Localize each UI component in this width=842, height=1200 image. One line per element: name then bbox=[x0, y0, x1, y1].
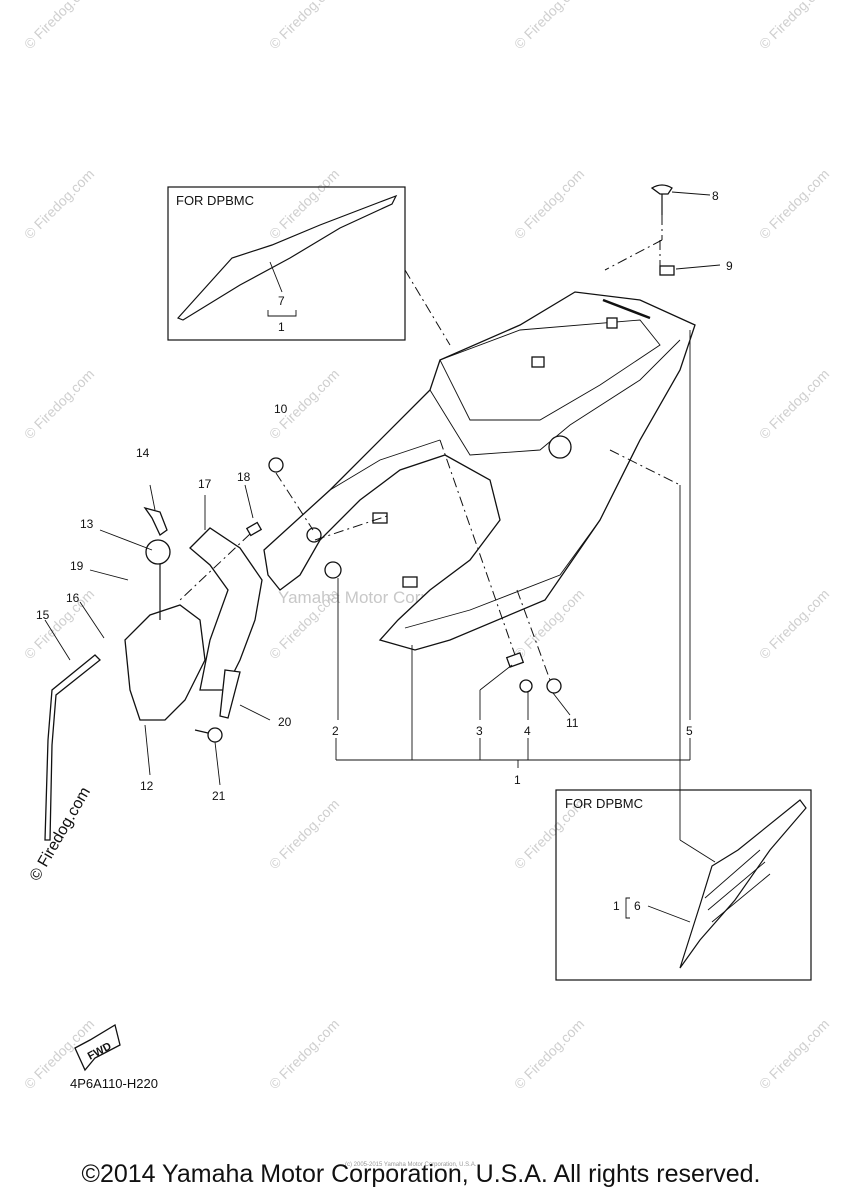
callout-11: 11 bbox=[566, 716, 579, 730]
callout-8: 8 bbox=[712, 189, 719, 203]
watermark: © Firedog.com bbox=[266, 1016, 342, 1092]
fwd-arrow-icon bbox=[74, 1023, 121, 1072]
callout-20: 20 bbox=[278, 715, 292, 729]
callout-19: 19 bbox=[70, 559, 84, 573]
decal-strip-side bbox=[679, 799, 807, 969]
callout-15: 15 bbox=[36, 608, 50, 622]
ref-1-bottom: 1 bbox=[613, 899, 620, 913]
callout-1: 1 bbox=[514, 773, 521, 787]
callouts: 8 9 10 14 17 18 13 19 16 15 20 2 3 4 11 … bbox=[36, 189, 733, 803]
callout-10: 10 bbox=[274, 402, 288, 416]
watermark: © Firedog.com bbox=[756, 1016, 832, 1092]
callout-21: 21 bbox=[212, 789, 226, 803]
watermark-dark: © Firedog.com bbox=[27, 784, 94, 884]
callout-13: 13 bbox=[80, 517, 94, 531]
ref-1-top: 1 bbox=[278, 320, 285, 334]
decal-strip-top bbox=[176, 194, 398, 321]
watermark: © Firedog.com bbox=[756, 166, 832, 242]
inset-bottom: FOR DPBMC 1 6 bbox=[555, 789, 812, 981]
watermark: © Firedog.com bbox=[21, 166, 97, 242]
ref-7: 7 bbox=[278, 294, 285, 308]
watermark: © Firedog.com bbox=[21, 0, 97, 52]
callout-17: 17 bbox=[198, 477, 212, 491]
tiny-notice: (c) 2005-2015 Yamaha Motor Corporation, … bbox=[345, 1162, 477, 1168]
watermark: © Firedog.com bbox=[511, 1016, 587, 1092]
callout-12: 12 bbox=[140, 779, 154, 793]
callout-5: 5 bbox=[686, 724, 693, 738]
inset-bottom-title: FOR DPBMC bbox=[565, 796, 643, 811]
watermark: © Firedog.com bbox=[266, 166, 342, 242]
watermark: © Firedog.com bbox=[21, 366, 97, 442]
watermark: © Firedog.com bbox=[511, 166, 587, 242]
inset-top: FOR DPBMC 7 1 bbox=[167, 186, 406, 341]
ref-6: 6 bbox=[634, 899, 641, 913]
tank-assembly bbox=[44, 184, 675, 1072]
callout-9: 9 bbox=[726, 259, 733, 273]
callout-3: 3 bbox=[476, 724, 483, 738]
callout-2: 2 bbox=[332, 724, 339, 738]
watermark: © Firedog.com bbox=[756, 366, 832, 442]
callout-18: 18 bbox=[237, 470, 251, 484]
diagram-code: 4P6A110-H220 bbox=[70, 1076, 158, 1091]
callout-14: 14 bbox=[136, 446, 150, 460]
watermark: © Firedog.com bbox=[21, 586, 97, 662]
copyright-text: ©2014 Yamaha Motor Corporation, U.S.A. A… bbox=[81, 1160, 761, 1188]
watermark: © Firedog.com bbox=[756, 0, 832, 52]
watermark: © Firedog.com bbox=[756, 586, 832, 662]
leader-lines bbox=[44, 191, 721, 863]
callout-4: 4 bbox=[524, 724, 531, 738]
inset-top-title: FOR DPBMC bbox=[176, 193, 254, 208]
watermark: © Firedog.com bbox=[511, 0, 587, 52]
callout-16: 16 bbox=[66, 591, 80, 605]
watermark: © Firedog.com bbox=[266, 796, 342, 872]
watermark: © Firedog.com bbox=[266, 0, 342, 52]
